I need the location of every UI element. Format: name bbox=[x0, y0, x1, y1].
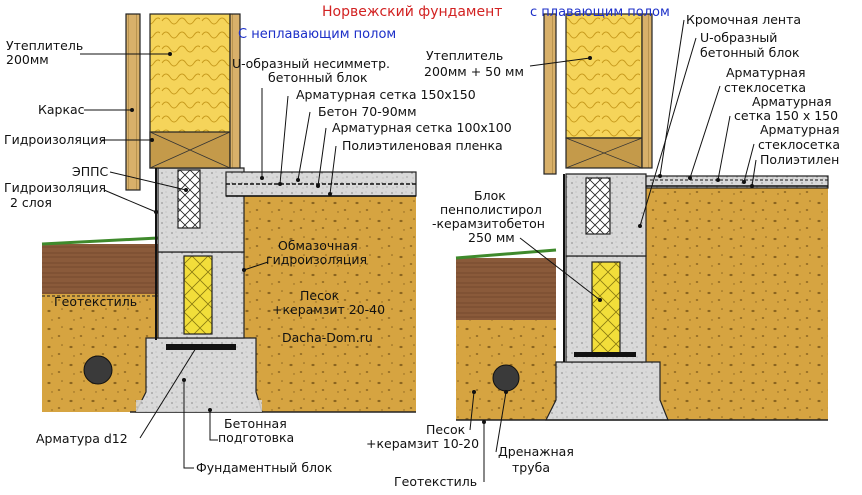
r-label-drain-2: труба bbox=[512, 460, 550, 475]
right-grass bbox=[455, 248, 557, 260]
r-label-ublock-1: U-образный bbox=[700, 30, 777, 45]
label-mesh100: Арматурная сетка 100x100 bbox=[332, 120, 512, 135]
label-insulation-2: 200мм bbox=[6, 52, 49, 67]
left-epps bbox=[177, 169, 201, 229]
left-grass bbox=[41, 236, 159, 246]
label-foundation-block: Фундаментный блок bbox=[196, 460, 333, 475]
r-label-ublock-2: бетонный блок bbox=[700, 45, 800, 60]
right-drain-pipe bbox=[492, 364, 520, 392]
label-waterproofing2-1: Гидроизоляция bbox=[4, 180, 106, 195]
r-label-edge-tape: Кромочная лента bbox=[686, 12, 801, 27]
left-heading: С неплавающим полом bbox=[238, 27, 396, 42]
left-frame-inner bbox=[229, 13, 241, 169]
label-watermark: Dacha-Dom.ru bbox=[282, 330, 373, 345]
label-waterproofing2-2: 2 слоя bbox=[10, 195, 52, 210]
label-epps: ЭППС bbox=[72, 164, 109, 179]
label-ublock-1: U-образный несимметр. bbox=[232, 56, 390, 71]
right-frame-inner bbox=[641, 13, 653, 169]
right-foundation-block bbox=[545, 361, 669, 421]
r-label-block-2: пенполистирол bbox=[440, 202, 542, 217]
left-concrete-base bbox=[136, 400, 262, 412]
label-coating-1: Обмазочная bbox=[278, 238, 358, 253]
r-label-block-1: Блок bbox=[474, 188, 506, 203]
left-beam-cross bbox=[149, 131, 231, 169]
r-label-mesh150-1: Арматурная bbox=[752, 94, 832, 109]
r-label-glass-mesh2-2: стеклосетка bbox=[758, 137, 840, 152]
label-concrete-base-1: Бетонная bbox=[224, 416, 287, 431]
right-diagram bbox=[455, 13, 829, 421]
r-label-block-3: -керамзитобетон bbox=[432, 216, 545, 231]
left-inner-sand bbox=[244, 196, 416, 412]
r-label-polyethylene: Полиэтилен bbox=[760, 152, 839, 167]
r-label-glass-mesh-1: Арматурная bbox=[726, 65, 806, 80]
r-label-drain-1: Дренажная bbox=[498, 444, 574, 459]
right-labels: Утеплитель 200мм + 50 мм Кромочная лента… bbox=[366, 12, 840, 489]
right-beam-cross bbox=[565, 137, 643, 169]
r-label-geotextile: Геотекстиль bbox=[394, 474, 477, 489]
label-sand-1: Песок bbox=[300, 288, 340, 303]
r-label-sand-1: Песок bbox=[426, 422, 466, 437]
label-rebar: Арматура d12 bbox=[36, 431, 128, 446]
r-label-glass-mesh2-1: Арматурная bbox=[760, 122, 840, 137]
left-rebar bbox=[166, 344, 236, 350]
label-concrete-base-2: подготовка bbox=[218, 430, 294, 445]
title-sub: с плавающим полом bbox=[530, 5, 670, 20]
label-waterproofing: Гидроизоляция bbox=[4, 132, 106, 147]
right-epps bbox=[585, 177, 611, 235]
right-insulation bbox=[565, 13, 643, 139]
label-insulation-1: Утеплитель bbox=[6, 38, 83, 53]
r-label-sand-2: +керамзит 10-20 bbox=[366, 436, 479, 451]
label-geotextile-inline: Геотекстиль bbox=[54, 294, 137, 309]
left-topsoil bbox=[42, 244, 158, 294]
left-frame-outer bbox=[125, 13, 141, 191]
right-inner-sand bbox=[644, 186, 828, 420]
label-frame: Каркас bbox=[38, 102, 85, 117]
label-sand-2: +керамзит 20-40 bbox=[272, 302, 385, 317]
label-concrete: Бетон 70-90мм bbox=[318, 104, 417, 119]
left-labels: Утеплитель 200мм Каркас Гидроизоляция ЭП… bbox=[4, 38, 512, 475]
r-label-insulation-2: 200мм + 50 мм bbox=[424, 64, 524, 79]
right-block-insulation bbox=[591, 261, 621, 355]
r-label-mesh150-2: сетка 150 x 150 bbox=[734, 108, 838, 123]
label-coating-2: гидроизоляция bbox=[266, 252, 367, 267]
label-mesh150: Арматурная сетка 150x150 bbox=[296, 87, 476, 102]
right-rebar bbox=[574, 352, 636, 357]
r-label-block-4: 250 мм bbox=[468, 230, 515, 245]
r-label-insulation-1: Утеплитель bbox=[426, 48, 503, 63]
label-film: Полиэтиленовая пленка bbox=[342, 138, 503, 153]
r-label-glass-mesh-2: стеклосетка bbox=[724, 80, 806, 95]
left-floor-slab bbox=[225, 171, 417, 197]
right-topsoil bbox=[456, 258, 556, 320]
left-drain-pipe bbox=[83, 355, 113, 385]
right-frame-outer bbox=[543, 13, 557, 175]
left-block-insulation bbox=[183, 255, 213, 335]
left-outer-soil bbox=[42, 294, 158, 412]
title-main: Норвежский фундамент bbox=[322, 4, 502, 20]
label-ublock-2: бетонный блок bbox=[268, 70, 368, 85]
